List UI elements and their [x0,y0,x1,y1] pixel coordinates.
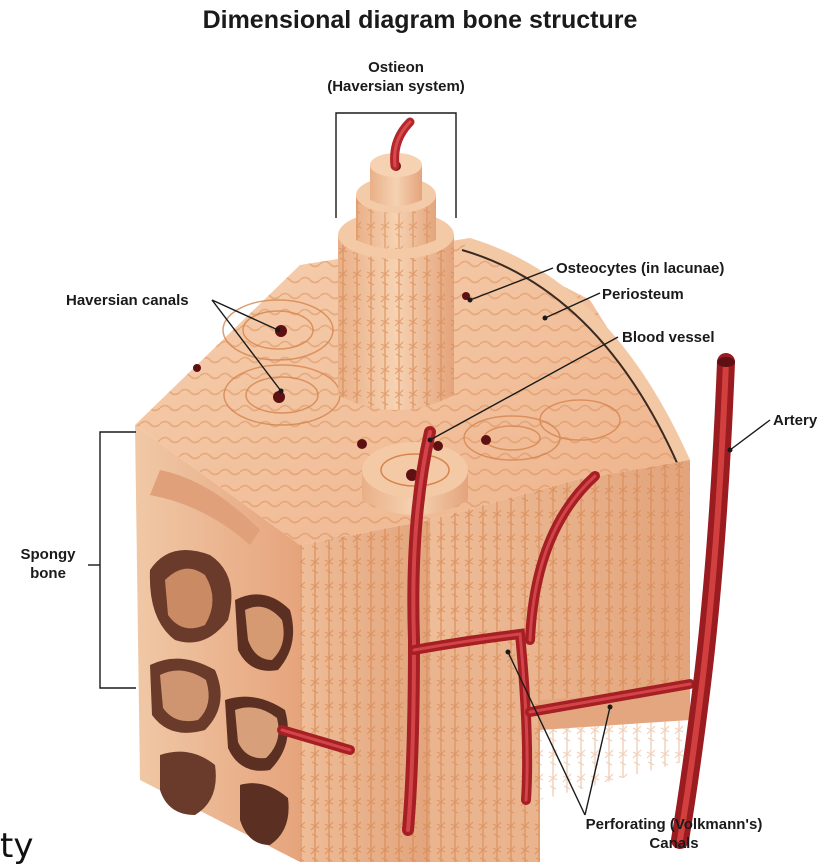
label-spongy-line1: Spongy [12,545,84,564]
label-perforating-line2: Canals [566,834,782,853]
label-perforating-line1: Perforating (Volkmann's) [566,815,782,834]
label-blood-vessel: Blood vessel [622,328,715,347]
label-haversian-canals: Haversian canals [66,291,189,310]
label-osteocytes: Osteocytes (in lacunae) [556,259,724,278]
stray-text: ty [0,826,33,866]
label-artery: Artery [773,411,817,430]
label-osteon-line2: (Haversian system) [316,77,476,96]
label-spongy-bone: Spongy bone [12,545,84,583]
label-perforating-canals: Perforating (Volkmann's) Canals [566,815,782,853]
label-osteon: Ostieon (Haversian system) [316,58,476,96]
label-osteon-line1: Ostieon [316,58,476,77]
osteon-cylinder [338,153,454,410]
label-spongy-line2: bone [12,564,84,583]
label-periosteum: Periosteum [602,285,684,304]
